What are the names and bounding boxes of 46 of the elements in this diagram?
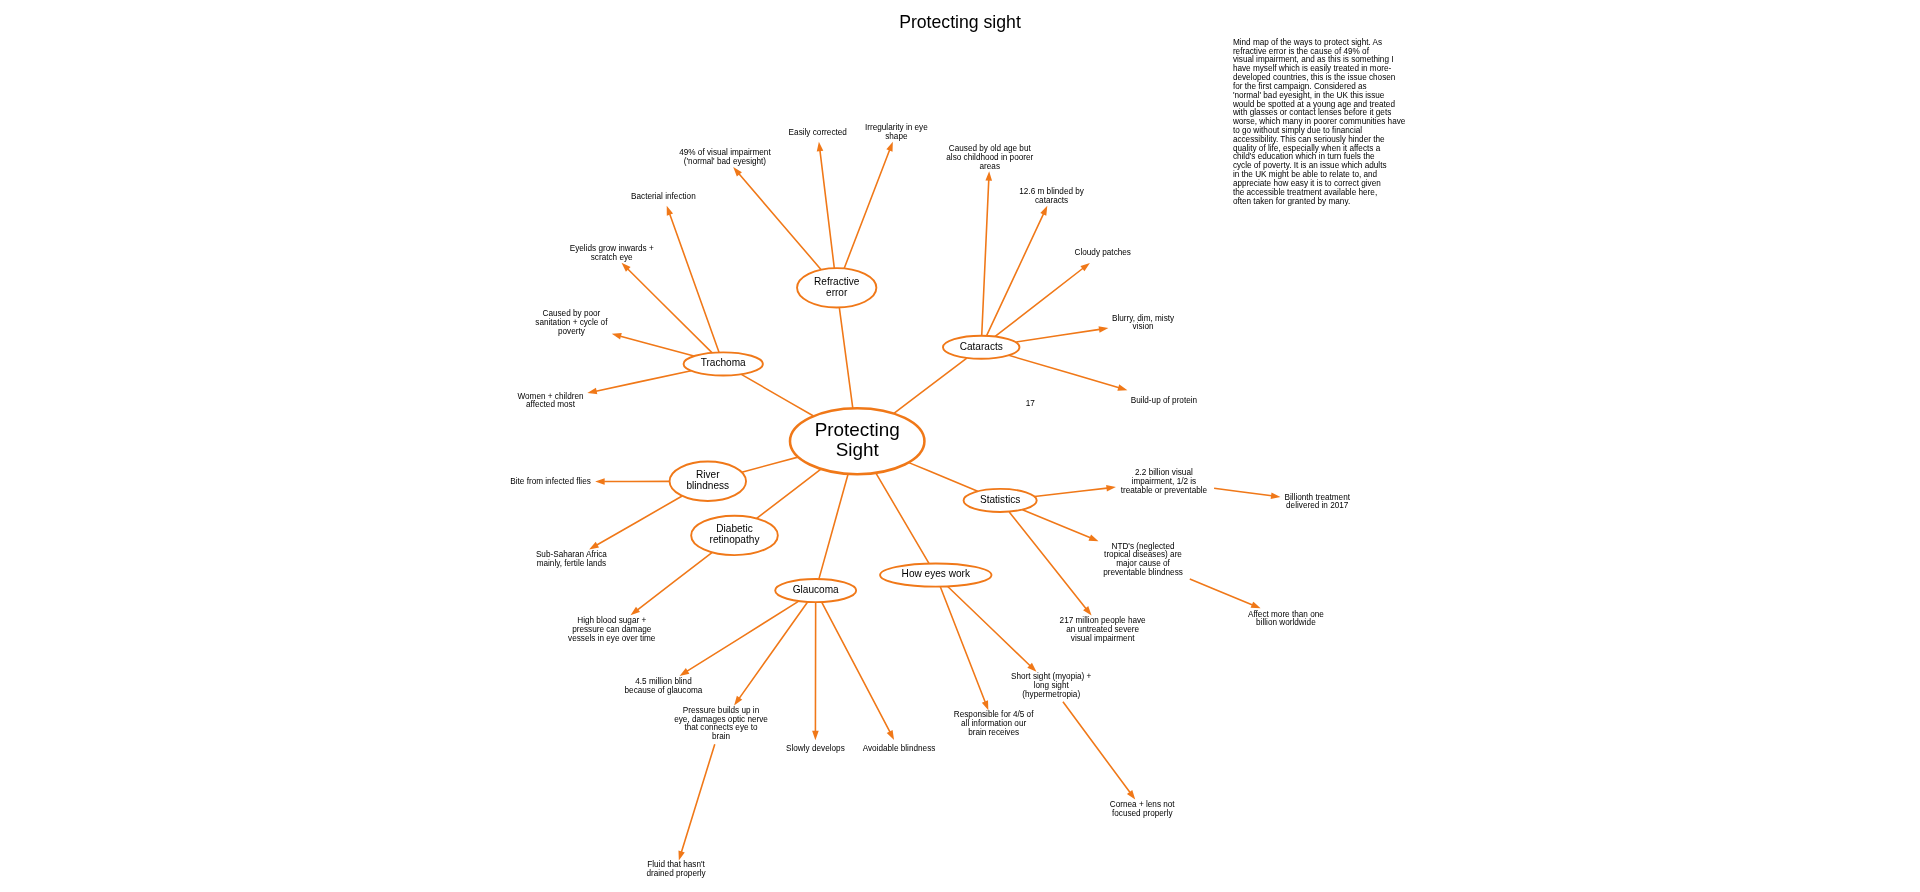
arrow [666,205,720,353]
connector [818,473,849,580]
arrow [595,478,671,485]
connector [893,357,968,415]
arrow [587,370,692,395]
arrow [946,585,1037,672]
node-ellipse: Protecting Sight [788,407,926,476]
arrow [733,167,822,271]
arrow [816,141,836,269]
arrow [985,205,1048,337]
node-ellipse: How eyes work [879,562,993,588]
arrow [821,601,895,740]
connector [838,306,854,409]
arrow [589,495,683,550]
arrow [812,601,819,741]
arrow [1008,511,1092,616]
arrow [734,601,809,706]
node-ellipse: Trachoma [682,351,764,377]
node-ellipse: Cataracts [942,334,1021,360]
arrow [1062,701,1136,800]
arrow [679,600,800,676]
arrow [980,171,993,337]
diagram-title: Protecting sight [899,11,1021,32]
arrow [621,262,713,354]
node-ellipse: Refractive error [796,267,878,309]
connector [740,373,815,417]
arrow [1007,354,1128,391]
connector [908,461,979,492]
node-ellipse: Diabetic retinopathy [690,514,779,557]
node-ellipse: Statistics [962,487,1038,513]
node-ellipse: River blindness [668,460,747,502]
connector [755,468,822,520]
arrow [939,585,989,711]
arrow [1213,487,1281,500]
arrow [630,551,714,616]
arrow [1033,484,1116,498]
arrow [843,141,893,270]
node-ellipse: Glaucoma [774,578,858,604]
connector [741,456,799,473]
arrow [678,743,716,861]
arrow [994,262,1090,338]
arrow [611,333,695,357]
arrow [1189,578,1261,609]
connector [875,472,930,565]
arrow [1014,326,1109,343]
arrow [1021,508,1099,542]
